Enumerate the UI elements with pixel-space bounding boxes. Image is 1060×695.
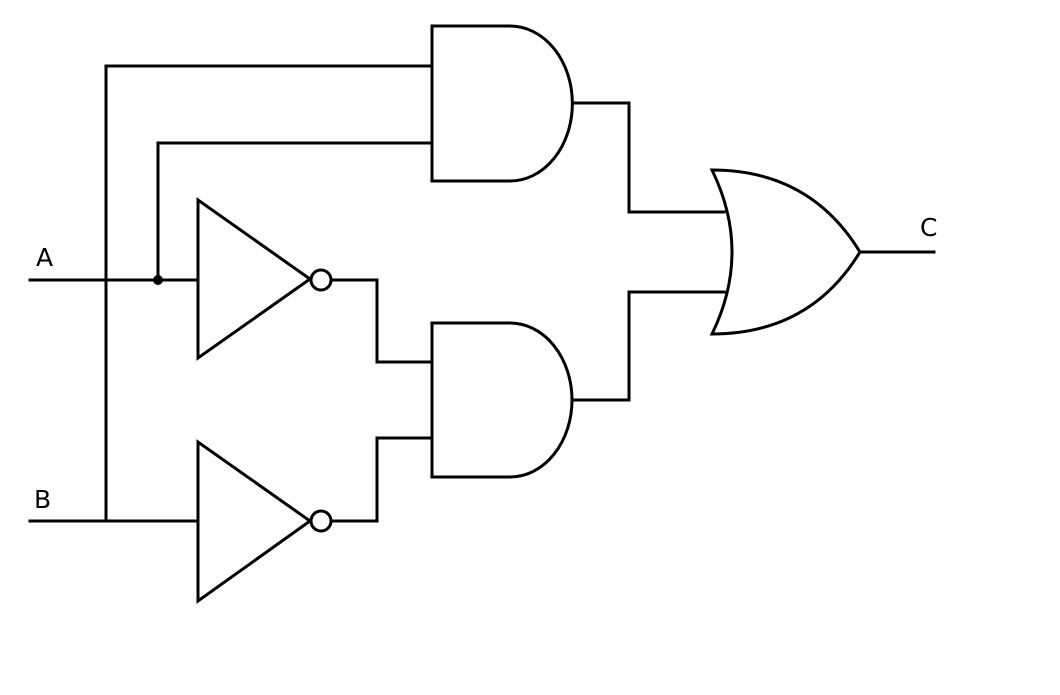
and-gate-bottom [430,321,574,479]
and-gate-top [430,24,574,183]
wire-and-top-to-or [569,101,726,214]
wire-not-a-to-and-bottom [328,278,434,364]
wire-a-to-and-top [156,141,434,282]
not-gate-a-bubble [309,268,333,292]
not-gate-b [196,439,313,604]
or-gate-output [709,168,862,336]
input-a-label: A [36,243,53,272]
wire-not-b-to-and-bottom [328,436,434,523]
wire-b-to-and-top [104,64,434,523]
wire-and-bottom-to-or [569,290,726,402]
junction-dot [153,275,163,285]
not-gate-a [196,197,313,361]
input-b-label: B [34,485,51,514]
not-gate-b-bubble [309,509,333,533]
output-c-label: C [920,213,937,242]
